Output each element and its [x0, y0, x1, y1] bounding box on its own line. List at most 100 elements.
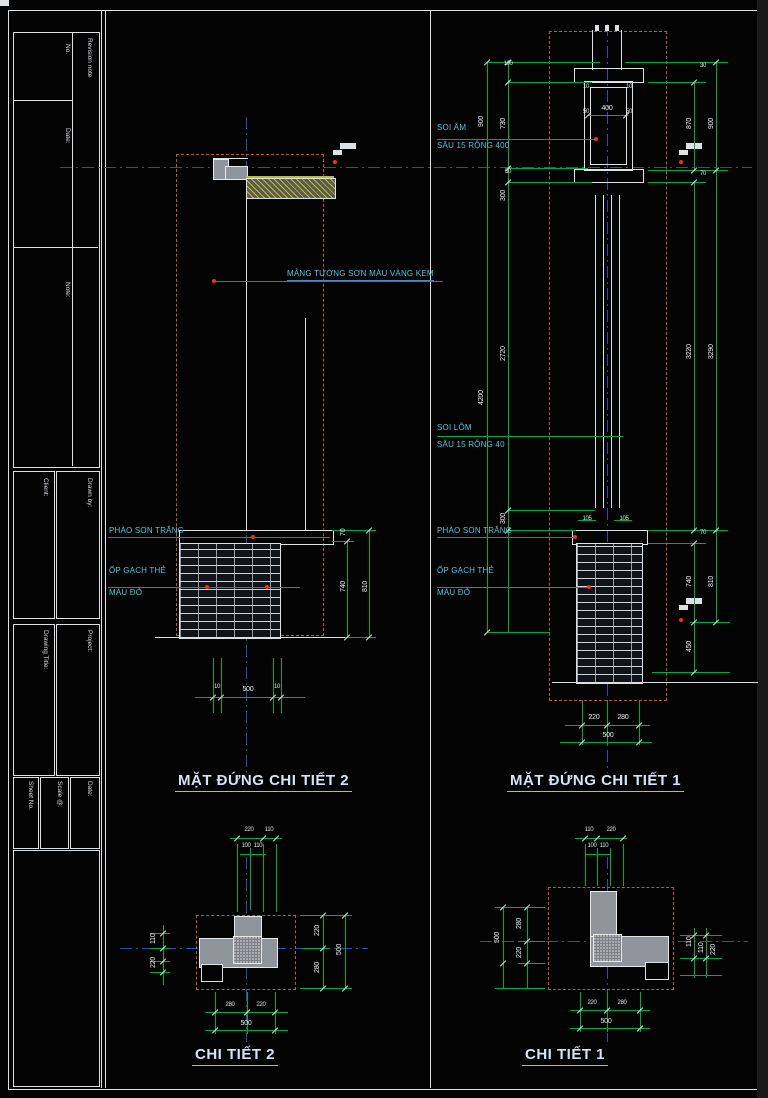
dimension-line	[570, 1028, 650, 1029]
dimension-line	[263, 844, 264, 912]
dimension-text: 70	[699, 171, 707, 177]
dimension-text: 70	[340, 529, 347, 537]
dimension-line	[487, 62, 600, 63]
dimension-text: 900	[478, 115, 485, 127]
dimension-line	[580, 992, 581, 1032]
material-label: ỐP GẠCH THẺ	[109, 566, 167, 575]
dimension-line	[247, 992, 248, 1034]
dimension-line	[694, 543, 695, 622]
dimension-text: 400	[601, 105, 613, 112]
dimension-line	[437, 436, 623, 437]
dimension-text: 300	[500, 512, 507, 524]
dimension-line	[345, 637, 376, 638]
dimension-text: 220	[587, 1000, 597, 1006]
titleblock-label: Project:	[86, 630, 93, 653]
line	[13, 247, 98, 248]
line	[619, 195, 620, 508]
hatch-section	[233, 936, 262, 964]
dimension-text: 70	[699, 530, 707, 536]
line	[105, 10, 106, 1088]
line	[679, 150, 688, 155]
line	[679, 605, 688, 610]
dimension-line	[694, 928, 695, 978]
dimension-line	[150, 933, 170, 934]
titleblock-label: Note:	[64, 282, 71, 298]
line	[13, 100, 72, 101]
dimension-line	[300, 988, 352, 989]
dimension-text: 810	[708, 575, 715, 587]
dimension-line	[716, 170, 717, 530]
dimension-text: 500	[242, 686, 254, 693]
dimension-text: 900	[708, 117, 715, 129]
outline-box	[40, 777, 69, 849]
concrete-section	[590, 891, 617, 939]
dimension-line	[437, 537, 575, 538]
outline-box	[13, 624, 55, 776]
dimension-line	[508, 82, 592, 83]
concrete-section	[225, 166, 248, 180]
dimension-line	[680, 935, 722, 936]
line	[305, 318, 306, 530]
material-label: SÂU 15 RỘNG 400	[437, 141, 510, 150]
dimension-line	[575, 838, 627, 839]
line	[333, 150, 342, 155]
dimension-line	[276, 844, 277, 912]
dimension-text: 10	[582, 84, 590, 90]
dimension-text: 110	[584, 827, 594, 833]
line	[340, 143, 356, 149]
dimension-text: 500	[600, 1018, 612, 1025]
dimension-line	[625, 62, 728, 63]
dimension-line	[652, 672, 730, 673]
marker-dot	[594, 137, 598, 141]
dimension-text: 10	[213, 684, 221, 690]
dimension-text: 280	[516, 917, 523, 929]
dimension-line	[694, 622, 695, 672]
outline-box	[574, 169, 644, 183]
dimension-line	[369, 530, 370, 637]
dimension-text: 280	[225, 1002, 235, 1008]
dimension-text: 2720	[500, 346, 507, 361]
dimension-text: 105	[619, 516, 629, 522]
material-label: PHÀO SON TRẮNG	[109, 526, 185, 535]
dimension-text: 450	[686, 640, 693, 652]
dimension-line	[215, 992, 216, 1034]
dimension-line	[648, 82, 706, 83]
dimension-line	[518, 963, 545, 964]
dimension-text: 500	[240, 1020, 252, 1027]
dimension-line	[706, 928, 707, 978]
dimension-text: 3290	[708, 344, 715, 359]
dimension-line	[527, 907, 528, 988]
titleblock-label: No.	[64, 44, 71, 55]
dimension-line	[163, 925, 164, 985]
page-edge	[757, 0, 768, 1098]
titleblock-label: Client:	[42, 478, 49, 497]
line	[595, 25, 599, 31]
dimension-line	[508, 62, 509, 632]
outline-box	[13, 850, 100, 1087]
line	[155, 637, 345, 638]
dimension-line	[108, 537, 330, 538]
outline-box	[590, 87, 627, 165]
dimension-text: 110	[599, 843, 609, 849]
dimension-line	[648, 530, 728, 531]
dimension-line	[487, 62, 488, 632]
dimension-text: 220	[150, 956, 157, 968]
dimension-text: 50	[625, 109, 633, 115]
dimension-text: 730	[500, 117, 507, 129]
dimension-line	[623, 844, 624, 886]
line	[101, 10, 102, 1088]
line	[72, 32, 73, 466]
marker-dot	[679, 160, 683, 164]
marker-dot	[265, 585, 269, 589]
title-left-elevation: MẶT ĐỨNG CHI TIẾT 2	[175, 772, 353, 792]
dimension-line	[570, 1010, 650, 1011]
dimension-line	[345, 915, 346, 988]
dimension-line	[560, 742, 652, 743]
marker-dot	[587, 585, 591, 589]
dimension-text: 810	[362, 580, 369, 592]
dimension-line	[508, 530, 576, 531]
outline-box	[13, 777, 39, 849]
title-right-elevation: MẶT ĐỨNG CHI TIẾT 1	[507, 772, 685, 792]
dimension-text: 500	[336, 943, 343, 955]
